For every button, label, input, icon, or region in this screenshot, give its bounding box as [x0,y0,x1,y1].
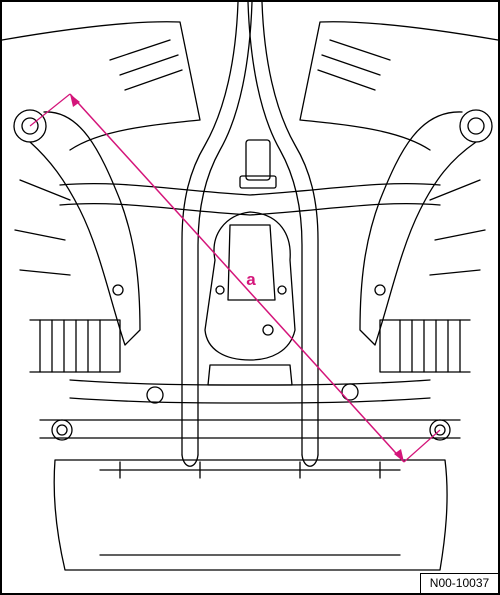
exhaust-pipes [181,1,319,467]
propshaft-flange [239,139,277,189]
left-control-arm [13,109,141,346]
figure-reference-code: N00-10037 [420,573,498,593]
right-driveshaft-boot [379,319,471,373]
dimension-label-a: a [246,270,256,289]
differential-housing [204,211,296,386]
right-control-arm [359,109,493,346]
mounting-bolts [51,284,451,441]
body-outline [1,21,499,276]
left-driveshaft-boot [29,319,121,373]
dimension-a: a [29,93,441,463]
oil-pan [53,459,448,571]
